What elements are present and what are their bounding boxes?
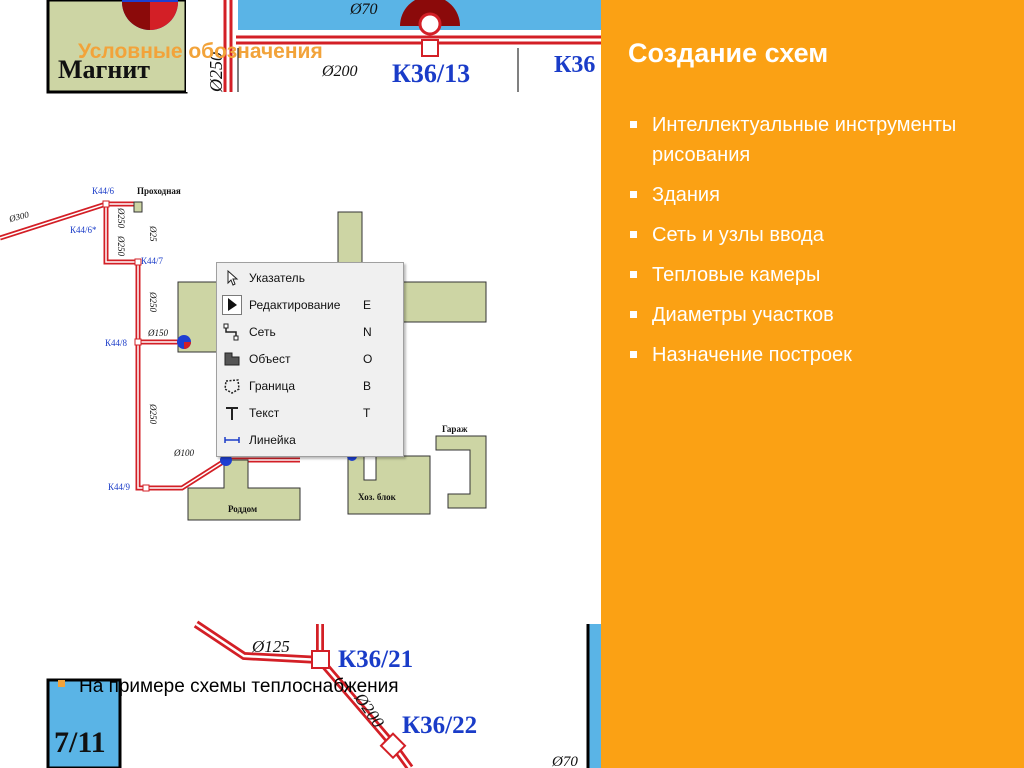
map-panel: Магнит Ø250 Ø70 Ø200 К36/13 К36	[0, 0, 601, 768]
bullet-marker	[630, 311, 637, 318]
bottom-d70-label: Ø70	[551, 754, 578, 768]
top-k3613-label: К36/13	[392, 59, 470, 88]
bullet-marker	[630, 231, 637, 238]
bullet-item: Диаметры участков	[628, 300, 1008, 330]
menu-shortcut: E	[363, 298, 372, 312]
hozblok-label: Хоз. блок	[358, 492, 397, 502]
bullet-text: Сеть и узлы ввода	[652, 224, 824, 246]
building-7-11	[46, 678, 122, 768]
text-icon	[223, 404, 241, 422]
bottom-d125-label: Ø125	[251, 637, 290, 656]
bullet-marker	[630, 351, 637, 358]
bottom-block-label: 7/11	[54, 726, 106, 759]
prohodnaya-building	[133, 201, 143, 213]
bullet-marker	[58, 680, 65, 688]
d25-label: Ø25	[148, 225, 158, 242]
bottom-k3621-label: К36/21	[338, 646, 413, 673]
menu-label: Граница	[249, 379, 296, 393]
menu-label: Сеть	[249, 325, 276, 339]
d250c-label: Ø250	[148, 291, 158, 312]
pointer-icon	[223, 269, 241, 287]
d300-label: Ø300	[7, 209, 30, 224]
d250a-label: Ø250	[116, 207, 126, 228]
slide-title: Создание схем	[628, 38, 829, 68]
top-k36-label: К36	[554, 52, 595, 78]
bullet-item: Тепловые камеры	[628, 260, 1008, 290]
object-icon	[223, 350, 241, 368]
top-d200-label: Ø200	[321, 63, 358, 80]
bullet-marker	[630, 121, 637, 128]
bullet-list: Интеллектуальные инструменты рисования З…	[628, 110, 1008, 380]
d100-label: Ø100	[173, 448, 194, 458]
menu-item-pointer[interactable]: Указатель	[219, 265, 401, 291]
d150-label: Ø150	[147, 328, 168, 338]
bullet-text: Назначение построек	[652, 344, 852, 366]
menu-item-text[interactable]: Текст T	[219, 400, 401, 426]
bullet-text: Диаметры участков	[652, 304, 834, 326]
roddom-label: Роддом	[228, 504, 257, 514]
bullet-text: Тепловые камеры	[652, 264, 821, 286]
menu-shortcut: O	[363, 352, 373, 366]
bullet-text: Интеллектуальные инструменты рисования	[652, 114, 957, 166]
bottom-note-text: На примере схемы теплоснабжения	[79, 676, 399, 697]
d250d-label: Ø250	[148, 403, 158, 424]
menu-label: Объест	[249, 352, 291, 366]
top-d250-label: Ø250	[206, 52, 226, 93]
border-icon	[223, 377, 241, 395]
node-k446-label: К44/6	[92, 186, 115, 196]
menu-label: Указатель	[249, 271, 305, 285]
node-k449-label: К44/9	[108, 482, 131, 492]
top-d70-label: Ø70	[349, 1, 378, 18]
menu-label: Линейка	[249, 433, 296, 447]
bullet-marker	[630, 271, 637, 278]
heat-network-map: Магнит Ø250 Ø70 Ø200 К36/13 К36	[0, 0, 601, 768]
ruler-icon	[223, 431, 241, 449]
bullet-item: Сеть и узлы ввода	[628, 220, 1008, 250]
bullet-text: Здания	[652, 184, 720, 206]
menu-label: Текст	[249, 406, 280, 420]
menu-item-edit[interactable]: Редактирование E	[219, 292, 401, 318]
legend-title: Условные обозначения	[78, 40, 323, 63]
top-building-label: Магнит	[58, 55, 150, 84]
menu-shortcut: B	[363, 379, 372, 393]
node-k448-label: К44/8	[105, 338, 128, 348]
menu-item-ruler[interactable]: Линейка	[219, 427, 401, 453]
garazh-label: Гараж	[442, 424, 468, 434]
menu-shortcut: T	[363, 406, 371, 420]
menu-shortcut: N	[363, 325, 372, 339]
d250b-label: Ø250	[116, 235, 126, 256]
menu-item-network[interactable]: Сеть N	[219, 319, 401, 345]
prohodnaya-label: Проходная	[137, 186, 181, 196]
bottom-k3622-label: К36/22	[402, 712, 477, 739]
drawing-tools-menu: Указатель Редактирование E Сеть N Объест…	[216, 262, 404, 457]
edit-arrow-icon	[222, 295, 242, 315]
bottom-note: На примере схемы теплоснабжения	[58, 676, 399, 698]
menu-label: Редактирование	[249, 298, 341, 312]
bullet-item: Здания	[628, 180, 1008, 210]
bullet-marker	[630, 191, 637, 198]
menu-item-border[interactable]: Граница B	[219, 373, 401, 399]
text-panel: Создание схем Интеллектуальные инструмен…	[601, 0, 1024, 768]
bullet-item: Интеллектуальные инструменты рисования	[628, 110, 1008, 170]
node-k447-label: К44/7	[141, 256, 164, 266]
node-k446s-label: К44/6*	[70, 225, 97, 235]
menu-item-object[interactable]: Объест O	[219, 346, 401, 372]
network-icon	[223, 323, 241, 341]
bullet-item: Назначение построек	[628, 340, 1008, 370]
